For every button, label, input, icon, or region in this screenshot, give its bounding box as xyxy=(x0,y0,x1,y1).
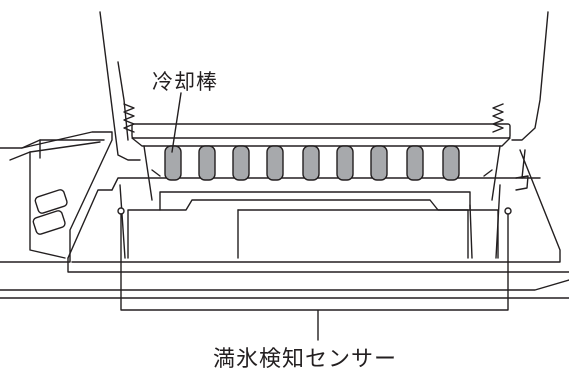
spring-left xyxy=(123,103,135,133)
cooling-rods xyxy=(164,145,460,181)
control-panel xyxy=(0,131,113,263)
cooling-rod xyxy=(406,145,424,181)
spring-right xyxy=(492,103,504,133)
full-ice-sensor-leader-line xyxy=(120,213,509,341)
cooling-rod xyxy=(164,145,182,181)
cabinet-right-wall xyxy=(511,11,549,191)
ice-bin-compartments xyxy=(127,191,499,259)
cooling-rod xyxy=(370,145,388,181)
control-button-upper xyxy=(34,189,68,214)
cooling-rod xyxy=(232,145,250,181)
cooling-rod xyxy=(198,145,216,181)
cooling-rod xyxy=(442,145,460,181)
cooling-rod xyxy=(266,145,284,181)
control-button-lower xyxy=(32,210,66,235)
cooling-rod-bar xyxy=(131,123,511,201)
cooling-rod xyxy=(302,145,320,181)
cooling-rods-label: 冷却棒 xyxy=(152,70,218,94)
cooling-rod xyxy=(336,145,354,181)
full-ice-sensor-left xyxy=(117,207,125,215)
full-ice-sensor-label: 満氷検知センサー xyxy=(213,347,398,372)
ice-bin-tray xyxy=(0,149,569,299)
cooling-rods-leader-line xyxy=(171,92,182,153)
full-ice-sensor-right xyxy=(504,207,512,215)
